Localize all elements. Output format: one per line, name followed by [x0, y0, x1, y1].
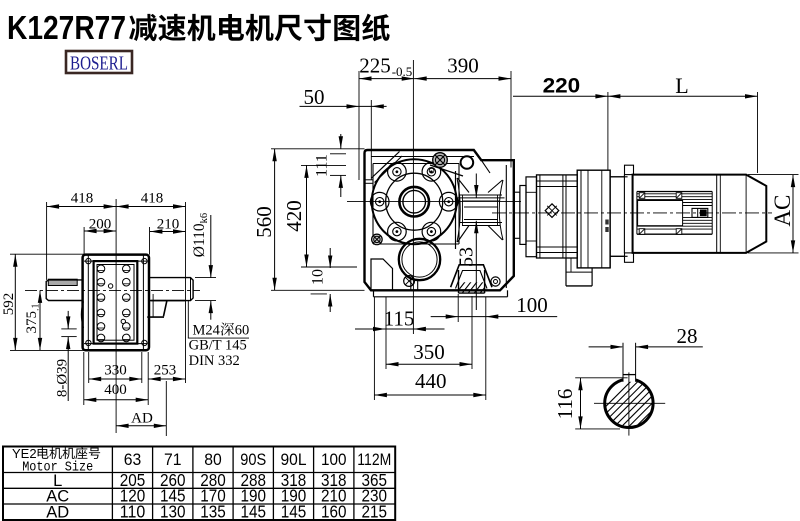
svg-text:AC: AC: [46, 488, 69, 506]
svg-text:GB/T 145: GB/T 145: [189, 338, 247, 354]
svg-text:330: 330: [104, 363, 127, 379]
svg-text:111: 111: [314, 154, 331, 177]
svg-text:560: 560: [252, 206, 276, 238]
svg-text:YE2: YE2: [12, 446, 37, 461]
svg-text:80: 80: [204, 450, 222, 469]
svg-text:100: 100: [516, 293, 548, 317]
svg-text:160: 160: [321, 502, 347, 521]
svg-text:L: L: [675, 73, 688, 98]
svg-text:63: 63: [124, 450, 142, 469]
svg-text:145: 145: [281, 502, 307, 521]
svg-text:200: 200: [89, 217, 112, 233]
svg-text:420: 420: [282, 200, 306, 232]
svg-text:260: 260: [160, 470, 186, 490]
svg-text:28: 28: [677, 324, 698, 348]
svg-text:120: 120: [120, 486, 146, 506]
svg-text:116: 116: [553, 389, 577, 420]
svg-text:Ø110k6: Ø110k6: [191, 213, 210, 257]
svg-text:115: 115: [384, 307, 415, 331]
svg-text:110: 110: [120, 502, 146, 521]
svg-text:280: 280: [200, 470, 226, 490]
svg-text:220: 220: [543, 74, 581, 97]
svg-text:130: 130: [160, 502, 186, 521]
svg-text:K127R77: K127R77: [7, 9, 126, 46]
svg-text:318: 318: [281, 470, 307, 490]
svg-text:AC: AC: [770, 195, 795, 227]
svg-text:400: 400: [104, 382, 127, 398]
svg-text:145: 145: [160, 486, 186, 506]
svg-text:170: 170: [200, 486, 226, 506]
svg-text:225: 225: [359, 54, 391, 78]
svg-text:90S: 90S: [240, 450, 266, 469]
svg-text:215: 215: [362, 502, 388, 521]
svg-text:60: 60: [235, 323, 250, 339]
svg-text:100: 100: [321, 450, 347, 469]
svg-text:8-Ø39: 8-Ø39: [55, 359, 71, 397]
svg-text:205: 205: [120, 470, 146, 490]
svg-text:112M: 112M: [357, 450, 391, 469]
svg-text:210: 210: [321, 486, 347, 506]
svg-text:M24: M24: [193, 323, 221, 339]
svg-text:253: 253: [154, 363, 177, 379]
svg-text:50: 50: [304, 85, 325, 109]
svg-text:350: 350: [413, 340, 445, 364]
svg-text:71: 71: [164, 450, 182, 469]
svg-text:418: 418: [71, 191, 94, 207]
svg-text:230: 230: [362, 486, 388, 506]
svg-text:318: 318: [321, 470, 347, 490]
svg-text:390: 390: [447, 54, 479, 78]
svg-text:418: 418: [141, 191, 164, 207]
svg-text:190: 190: [241, 486, 267, 506]
svg-text:440: 440: [415, 369, 447, 393]
svg-text:190: 190: [281, 486, 307, 506]
svg-text:10: 10: [310, 269, 327, 285]
svg-text:288: 288: [241, 470, 267, 490]
svg-text:L: L: [53, 472, 62, 490]
svg-text:145: 145: [241, 502, 267, 521]
svg-text:Motor Size: Motor Size: [22, 461, 93, 476]
svg-text:AD: AD: [131, 411, 153, 427]
svg-text:AD: AD: [46, 504, 69, 521]
svg-text:DIN 332: DIN 332: [189, 353, 240, 369]
svg-text:-0.5: -0.5: [392, 64, 413, 79]
svg-text:90L: 90L: [281, 450, 307, 469]
svg-text:BOSERL: BOSERL: [70, 53, 128, 75]
svg-text:53: 53: [456, 247, 478, 267]
svg-text:135: 135: [200, 502, 226, 521]
svg-text:210: 210: [157, 217, 180, 233]
svg-text:592: 592: [1, 293, 17, 316]
svg-text:365: 365: [362, 470, 388, 490]
